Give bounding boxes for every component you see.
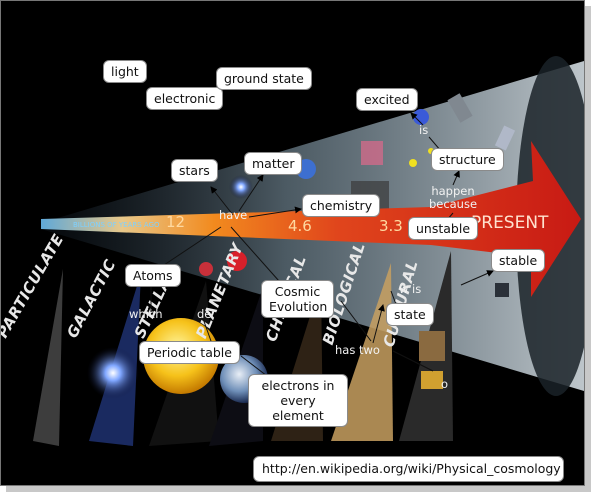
present-label: PRESENT (471, 213, 549, 233)
source-url-link[interactable]: http://en.wikipedia.org/wiki/Physical_co… (253, 456, 564, 482)
link-happen-because: happen because (428, 184, 478, 211)
concept-ground-state[interactable]: ground state (216, 67, 312, 90)
link-has-two: has two (335, 343, 380, 357)
concept-chemistry[interactable]: chemistry (302, 194, 381, 217)
concept-cosmic-evolution[interactable]: Cosmic Evolution (261, 280, 334, 318)
concept-structure[interactable]: structure (431, 148, 504, 171)
concept-stars[interactable]: stars (171, 159, 218, 182)
link-which: which (129, 307, 163, 321)
concept-excited[interactable]: excited (356, 88, 418, 111)
time-scale-label: BILLIONS OF YEARS AGO (73, 221, 160, 229)
concept-unstable[interactable]: unstable (408, 217, 479, 240)
concept-periodic-table[interactable]: Periodic table (139, 341, 240, 364)
concept-light[interactable]: light (103, 60, 147, 83)
link-w-is: w is (399, 282, 422, 296)
concept-electronic[interactable]: electronic (146, 87, 224, 110)
link-o: o (441, 377, 449, 391)
link-de: de (197, 307, 212, 321)
tick-4-6: 4.6 (288, 217, 312, 235)
concept-links (150, 112, 494, 380)
concept-matter[interactable]: matter (244, 152, 303, 175)
tick-12: 12 (166, 213, 186, 231)
concept-stable[interactable]: stable (491, 249, 546, 272)
concept-atoms[interactable]: Atoms (125, 264, 181, 287)
link-is: is (419, 123, 429, 137)
concept-state[interactable]: state (386, 303, 434, 326)
tick-3-3: 3.3 (379, 217, 403, 235)
link-have: have (219, 208, 248, 222)
concept-map-canvas: BILLIONS OF YEARS AGO 12 4.6 3.3 PRESENT… (0, 0, 585, 486)
concept-electrons-in-every-element[interactable]: electrons in every element (248, 374, 348, 427)
